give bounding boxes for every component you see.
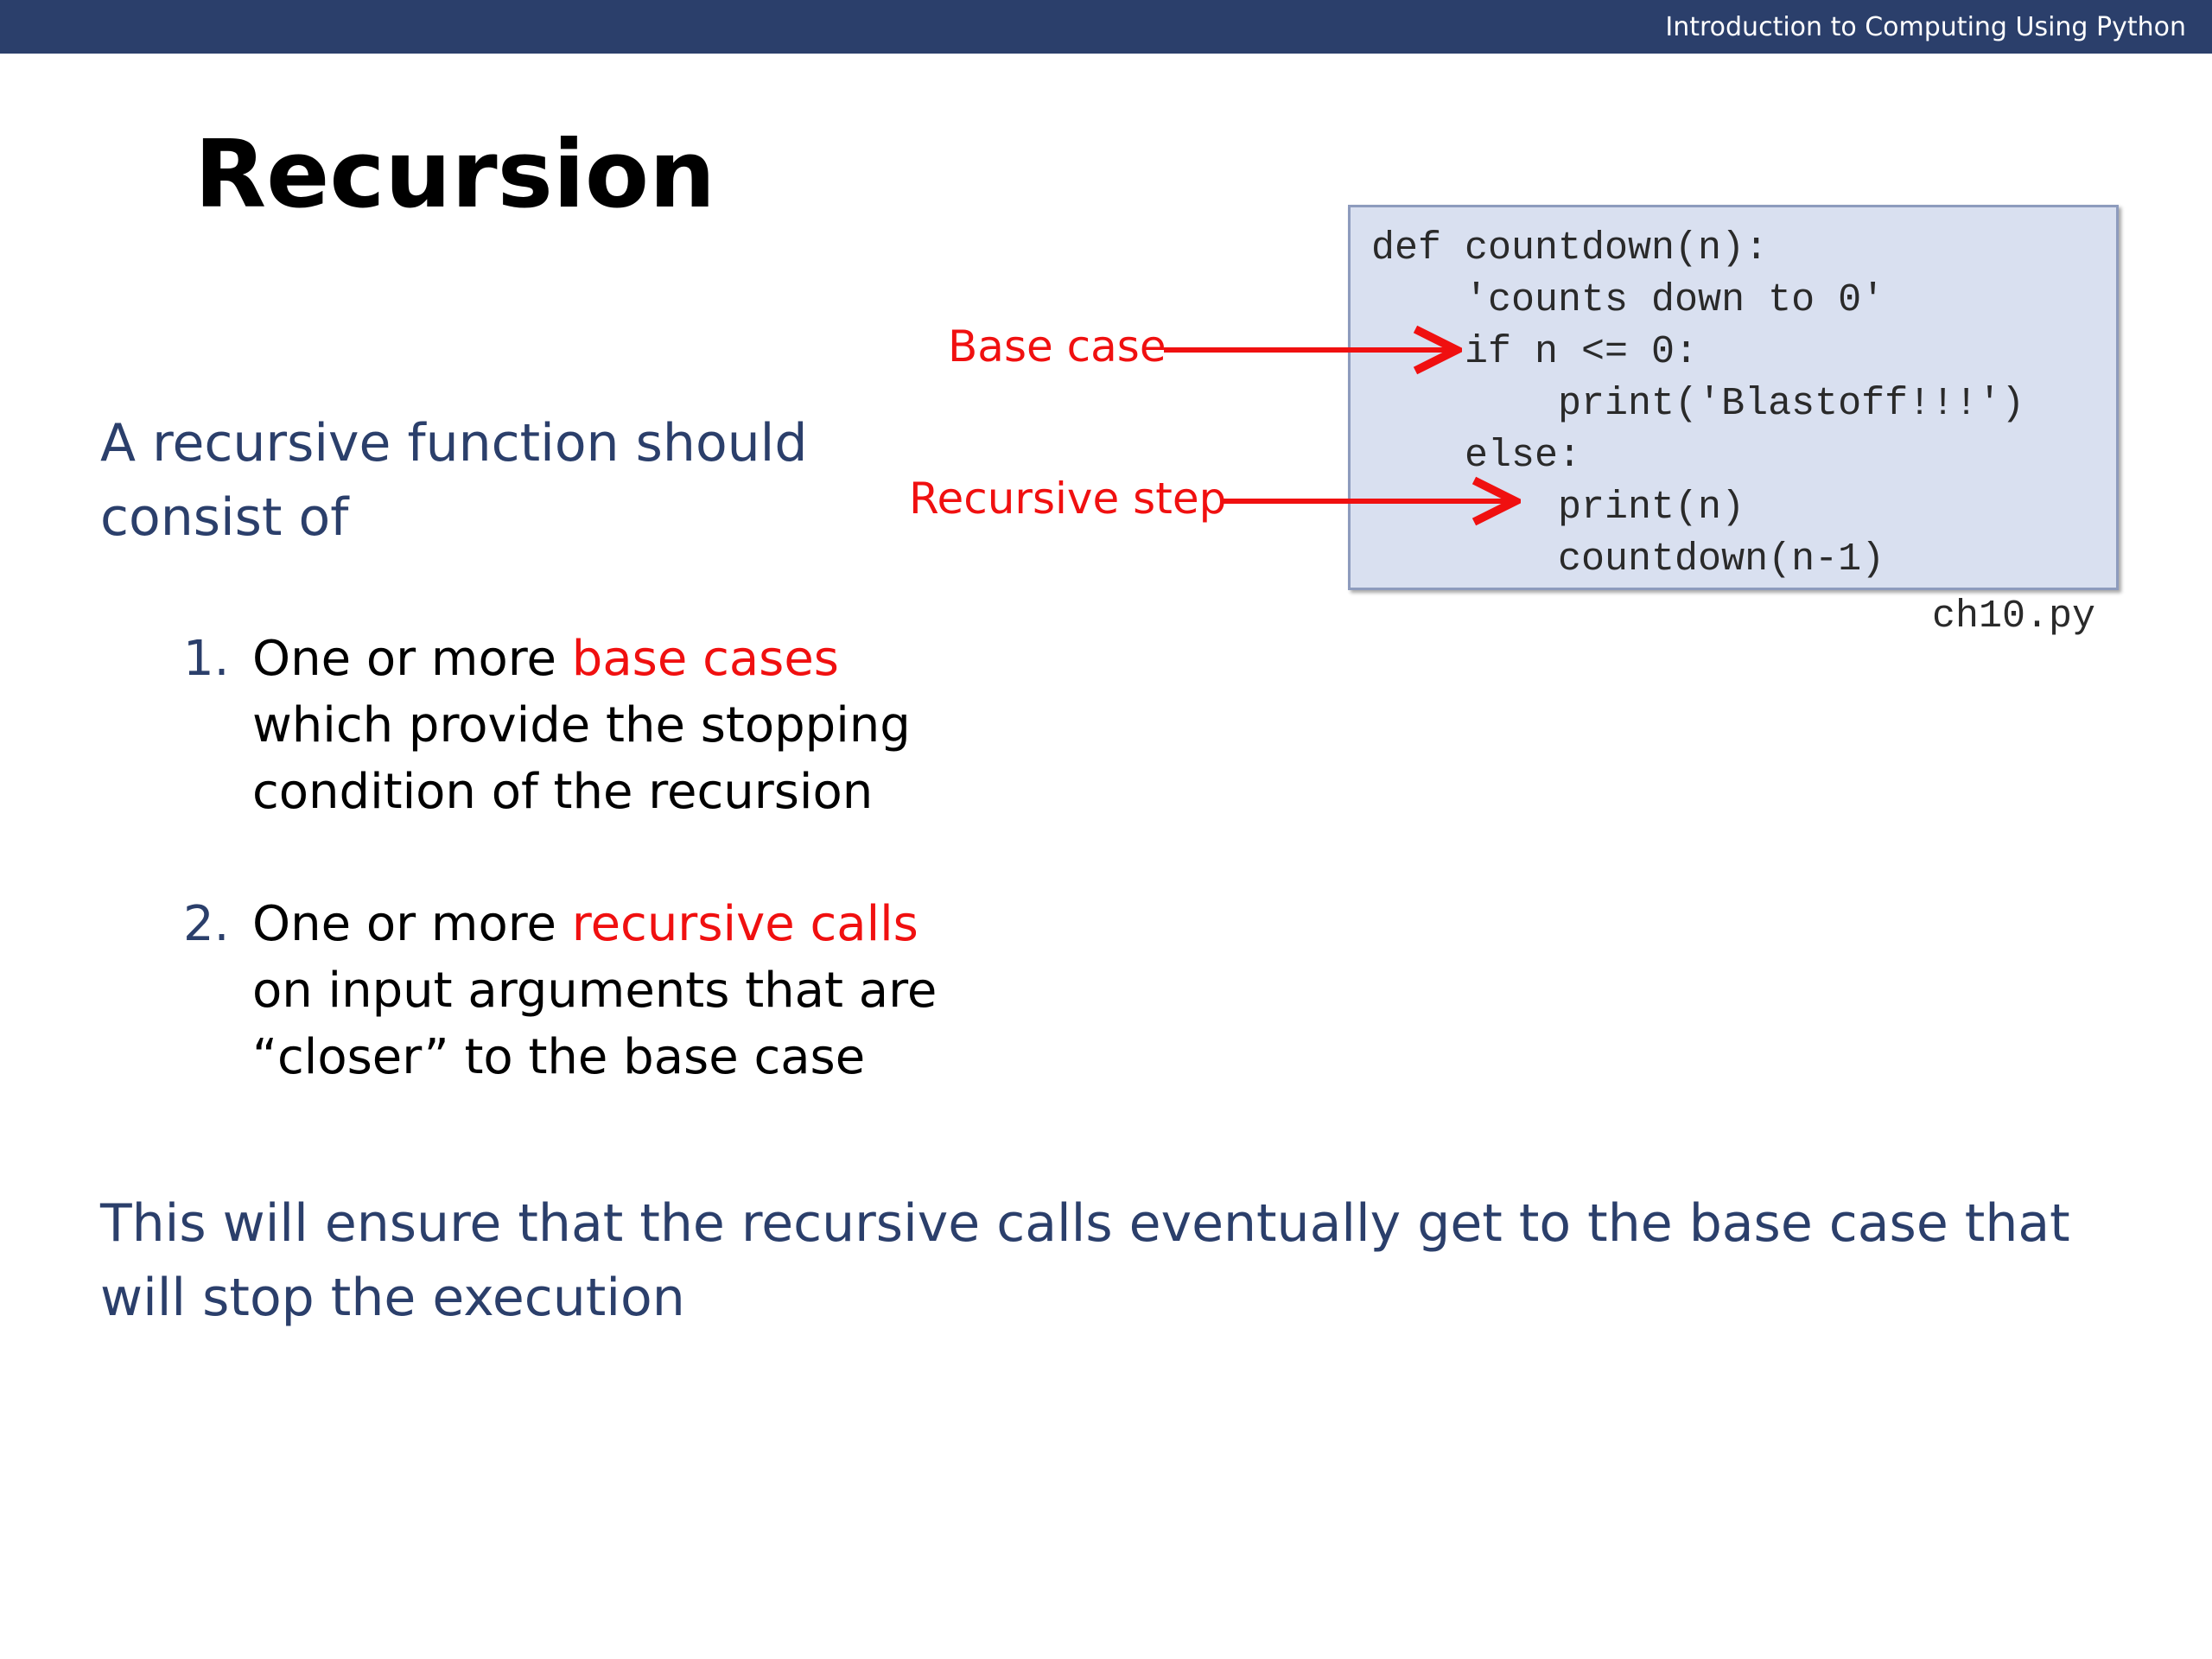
intro-text: A recursive function should consist of xyxy=(100,413,808,548)
list-suffix: which provide the stopping condition of … xyxy=(252,697,911,820)
code-line: print(n) xyxy=(1371,486,1745,530)
conclusion-text: This will ensure that the recursive call… xyxy=(100,1193,2070,1328)
header-title: Introduction to Computing Using Python xyxy=(1665,12,2186,42)
list-highlight: recursive calls xyxy=(571,896,918,952)
list-number: 1. xyxy=(183,631,230,687)
code-box: def countdown(n): 'counts down to 0' if … xyxy=(1348,205,2119,590)
code-line: print('Blastoff!!!') xyxy=(1371,382,2025,426)
code-filename: ch10.py xyxy=(1931,594,2095,639)
list-number: 2. xyxy=(183,896,230,952)
header-bar: Introduction to Computing Using Python xyxy=(0,0,2212,54)
list-prefix: One or more xyxy=(252,896,572,952)
list-prefix: One or more xyxy=(252,631,572,687)
recursive-step-label: Recursive step xyxy=(909,474,1227,524)
base-case-label: Base case xyxy=(948,321,1166,372)
list-text: One or more base cases which provide the… xyxy=(252,626,944,825)
code-line: 'counts down to 0' xyxy=(1371,278,1885,322)
code-line: def countdown(n): xyxy=(1371,226,1769,270)
list-highlight: base cases xyxy=(571,631,839,687)
slide-title: Recursion xyxy=(194,121,715,229)
list-text: One or more recursive calls on input arg… xyxy=(252,891,944,1090)
code-line: if n <= 0: xyxy=(1371,330,1699,374)
code-line: countdown(n-1) xyxy=(1371,537,1885,582)
list-suffix: on input arguments that are “closer” to … xyxy=(252,963,938,1085)
code-line: else: xyxy=(1371,434,1582,478)
